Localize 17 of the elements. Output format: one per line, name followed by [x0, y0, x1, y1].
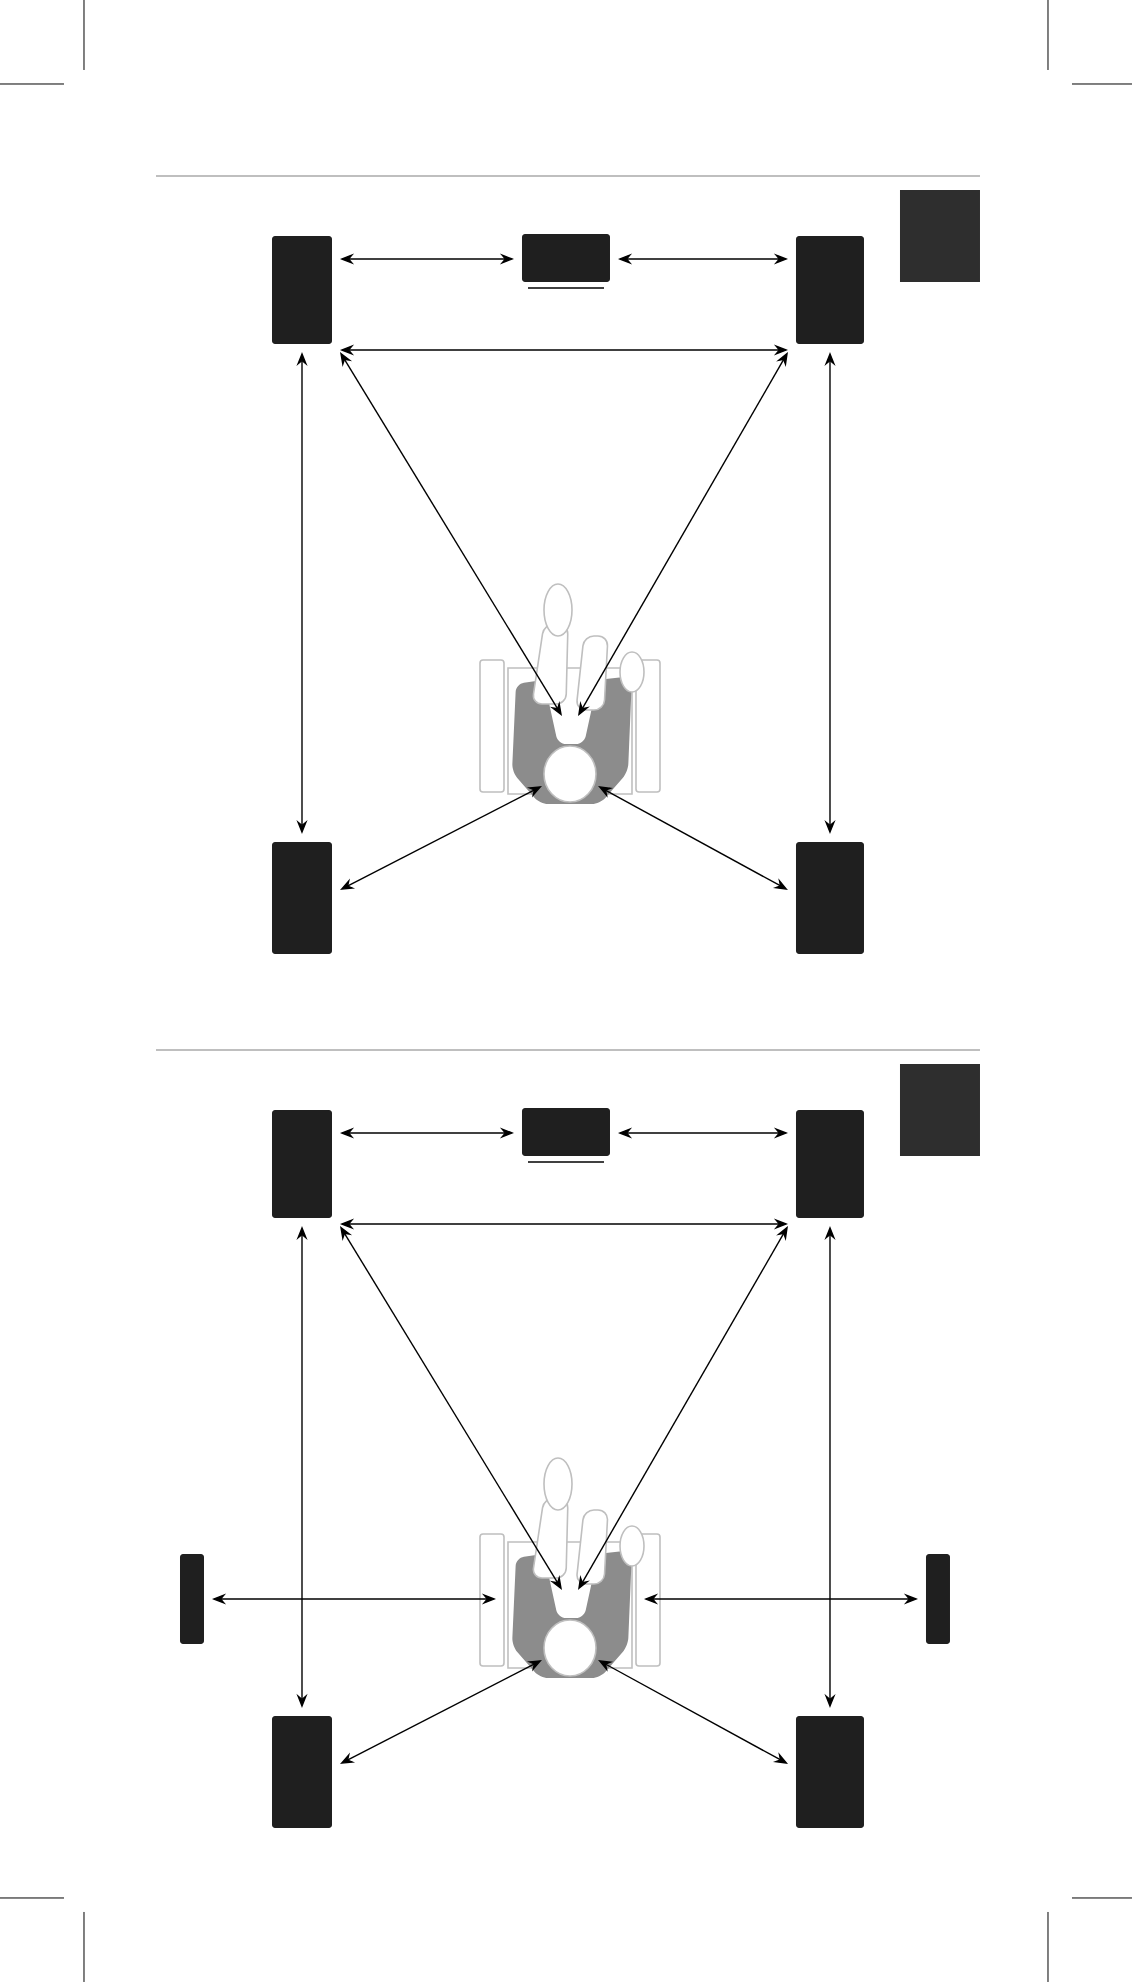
arrow — [340, 1226, 562, 1590]
speaker — [272, 842, 332, 954]
speaker — [180, 1554, 204, 1644]
speaker — [796, 842, 864, 954]
arrow — [578, 352, 788, 716]
speaker — [796, 236, 864, 344]
person-drawing — [479, 583, 661, 804]
speaker — [272, 236, 332, 344]
speaker — [272, 1716, 332, 1828]
speaker — [796, 1716, 864, 1828]
speaker — [926, 1554, 950, 1644]
person-drawing — [479, 1457, 661, 1678]
speaker — [522, 1108, 610, 1163]
speaker — [796, 1110, 864, 1218]
speaker — [272, 1110, 332, 1218]
speaker — [522, 234, 610, 289]
arrow — [340, 352, 562, 716]
